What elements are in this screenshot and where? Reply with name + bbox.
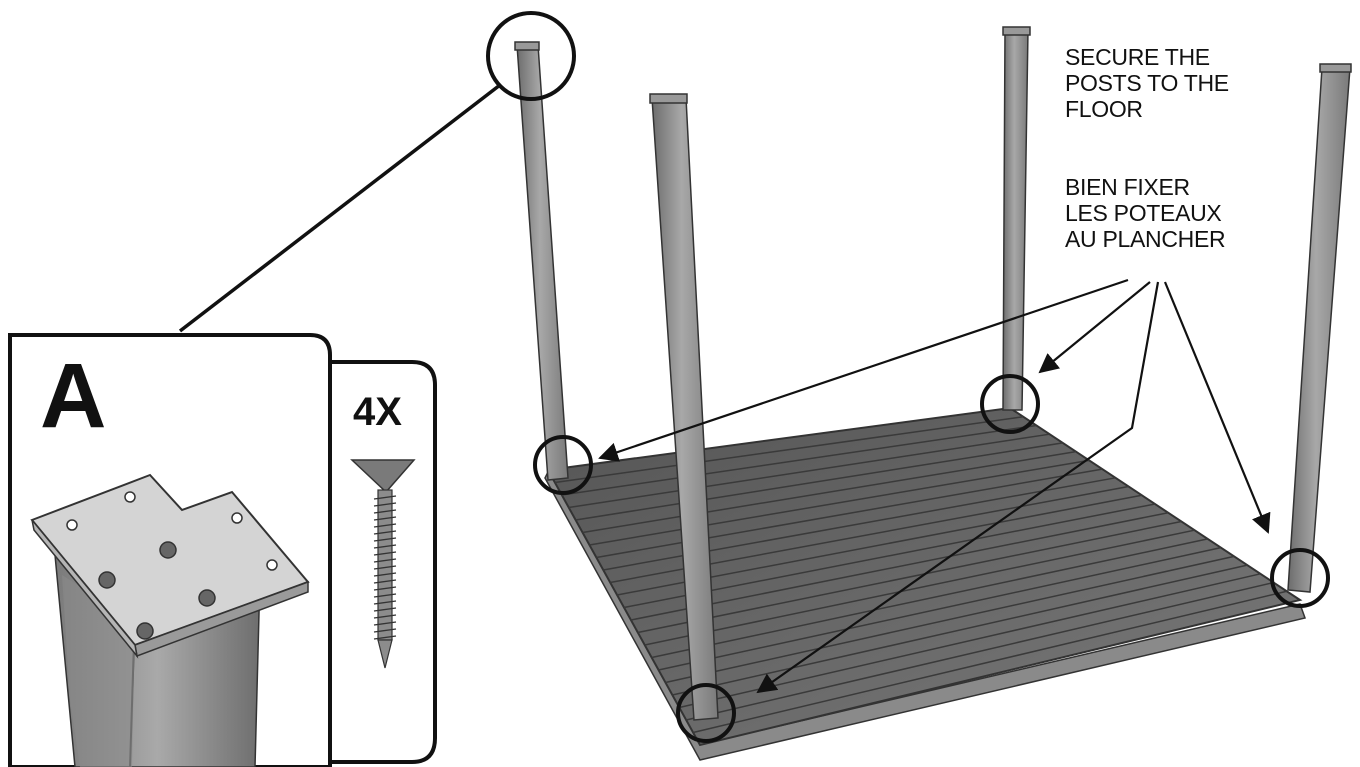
screw-thread (373, 544, 397, 549)
deck-board-line (672, 564, 1248, 696)
screw-thread (373, 579, 397, 584)
instruction-line: FLOOR (1065, 96, 1143, 122)
deck-board-line (568, 433, 1050, 509)
screw-thread (373, 614, 397, 619)
instructions-french: BIEN FIXER LES POTEAUX AU PLANCHER (1065, 174, 1226, 252)
deck-board-line (575, 442, 1063, 521)
screw-thread (373, 621, 397, 626)
post-front-right (1287, 63, 1352, 593)
screw-thread (373, 572, 397, 577)
deck-board-line (651, 538, 1208, 659)
detail-panel (8, 333, 437, 767)
screw-thread (373, 635, 397, 640)
magnify-circle-icon (486, 11, 576, 101)
post-back-right (1002, 26, 1031, 411)
post-back-left (514, 41, 569, 481)
screw-thread (373, 509, 397, 514)
screw-thread (373, 495, 397, 500)
screw-thread (373, 628, 397, 633)
screw-thread (373, 551, 397, 556)
deck-board-line (637, 520, 1182, 634)
post-front-left (649, 93, 719, 721)
screw-thread (373, 600, 397, 605)
screw-thread (373, 607, 397, 612)
instructions-english: SECURE THE POSTS TO THE FLOOR (1065, 44, 1229, 122)
deck-board-line (692, 590, 1287, 734)
callout-leader-line (178, 83, 502, 333)
magnify-circle-icon (676, 683, 736, 743)
instruction-line: POSTS TO THE (1065, 70, 1229, 96)
bracket-plate-icon (30, 473, 310, 659)
deck-board-line (686, 581, 1274, 721)
instruction-line: AU PLANCHER (1065, 226, 1226, 252)
screw-thread (373, 558, 397, 563)
screw-thread (373, 523, 397, 528)
floor-platform (544, 406, 1306, 761)
screw-thread (373, 530, 397, 535)
deck-board-line (665, 555, 1235, 684)
detail-letter: A (40, 345, 107, 447)
deck-board-line (561, 424, 1037, 496)
deck-board-line (589, 459, 1090, 546)
magnify-circle-icon (1270, 548, 1330, 608)
screw-thread (373, 565, 397, 570)
screw-thread (373, 537, 397, 542)
deck-board-line (582, 450, 1077, 534)
magnify-circle-icon (980, 374, 1040, 434)
instruction-line: BIEN FIXER (1065, 174, 1190, 200)
arrow-icon (598, 278, 1271, 694)
deck-board-line (658, 546, 1222, 671)
screw-thread (373, 516, 397, 521)
instruction-line: LES POTEAUX (1065, 200, 1222, 226)
deck-board-line (554, 415, 1024, 484)
screw-thread (373, 593, 397, 598)
screw-thread (373, 586, 397, 591)
screw-thread (373, 502, 397, 507)
instruction-line: SECURE THE (1065, 44, 1210, 70)
screw-icon (350, 459, 416, 669)
deck-board-line (596, 468, 1103, 559)
deck-board-line (623, 503, 1156, 609)
magnify-circle-icon (533, 435, 593, 495)
deck-board-line (630, 511, 1169, 621)
quantity-label: 4X (353, 390, 402, 434)
deck-board-line (644, 529, 1195, 646)
